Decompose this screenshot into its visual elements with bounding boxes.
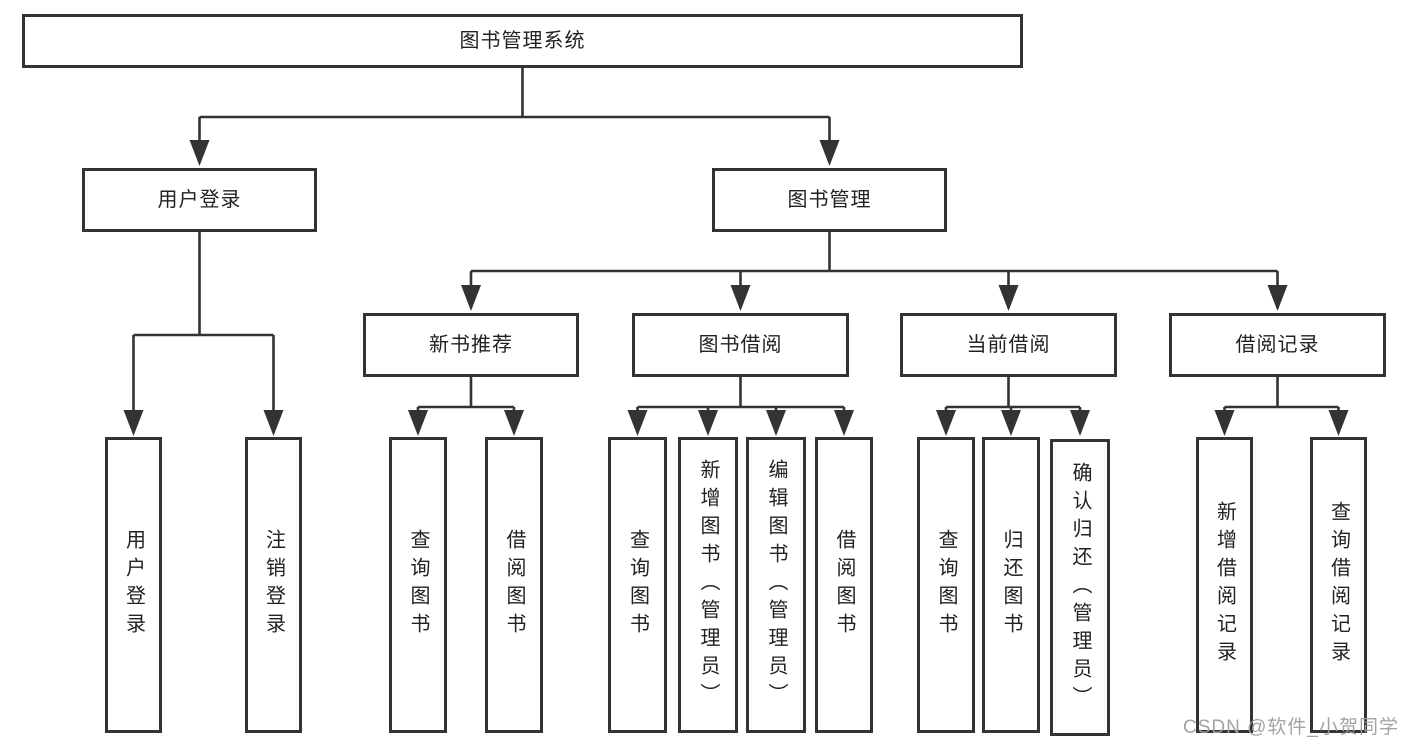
- node-root: 图书管理系统: [22, 14, 1023, 68]
- node-current-borrow-label: 当前借阅: [966, 334, 1051, 356]
- leaf-borrow-borrow-book-label: 借阅图书: [833, 529, 855, 641]
- leaf-user-login: 用户登录: [105, 437, 162, 733]
- leaf-borrow-add-book-label: 新增图书（管理员）: [697, 459, 719, 711]
- leaf-borrow-edit-book-label: 编辑图书（管理员）: [765, 459, 787, 711]
- leaf-current-query-book-label: 查询图书: [935, 529, 957, 641]
- node-current-borrow: 当前借阅: [900, 313, 1117, 377]
- node-new-book-recommend-label: 新书推荐: [429, 334, 513, 356]
- leaf-records-add-record: 新增借阅记录: [1196, 437, 1253, 733]
- arrowheads: [123, 140, 1349, 436]
- node-book-management: 图书管理: [712, 168, 947, 232]
- leaf-recommend-borrow-book: 借阅图书: [485, 437, 543, 733]
- leaf-records-query-record-label: 查询借阅记录: [1327, 501, 1350, 669]
- leaf-logout-label: 注销登录: [262, 529, 285, 641]
- leaf-borrow-borrow-book: 借阅图书: [815, 437, 873, 733]
- node-book-borrow: 图书借阅: [632, 313, 849, 377]
- node-book-management-label: 图书管理: [787, 189, 872, 211]
- leaf-recommend-borrow-book-label: 借阅图书: [503, 529, 525, 641]
- node-borrow-records-label: 借阅记录: [1235, 334, 1320, 356]
- node-borrow-records: 借阅记录: [1169, 313, 1386, 377]
- leaf-recommend-query-book: 查询图书: [389, 437, 447, 733]
- leaf-records-query-record: 查询借阅记录: [1310, 437, 1367, 733]
- leaf-borrow-query-book: 查询图书: [608, 437, 667, 733]
- leaf-borrow-edit-book: 编辑图书（管理员）: [746, 437, 806, 733]
- leaf-current-return-book-label: 归还图书: [1000, 529, 1022, 641]
- leaf-user-login-label: 用户登录: [122, 529, 145, 641]
- leaf-current-confirm-return-label: 确认归还（管理员）: [1069, 461, 1091, 714]
- leaf-borrow-query-book-label: 查询图书: [626, 529, 649, 641]
- node-book-borrow-label: 图书借阅: [698, 334, 783, 356]
- leaf-records-add-record-label: 新增借阅记录: [1213, 501, 1236, 669]
- leaf-current-return-book: 归还图书: [982, 437, 1040, 733]
- leaf-logout: 注销登录: [245, 437, 302, 733]
- leaf-current-confirm-return: 确认归还（管理员）: [1050, 439, 1110, 736]
- node-user-login: 用户登录: [82, 168, 317, 232]
- leaf-current-query-book: 查询图书: [917, 437, 975, 733]
- node-user-login-label: 用户登录: [157, 189, 242, 211]
- node-new-book-recommend: 新书推荐: [363, 313, 579, 377]
- csdn-watermark: CSDN @软件_小贺同学: [1183, 717, 1399, 738]
- leaf-recommend-query-book-label: 查询图书: [407, 529, 429, 641]
- leaf-borrow-add-book: 新增图书（管理员）: [678, 437, 738, 733]
- node-root-label: 图书管理系统: [459, 30, 586, 52]
